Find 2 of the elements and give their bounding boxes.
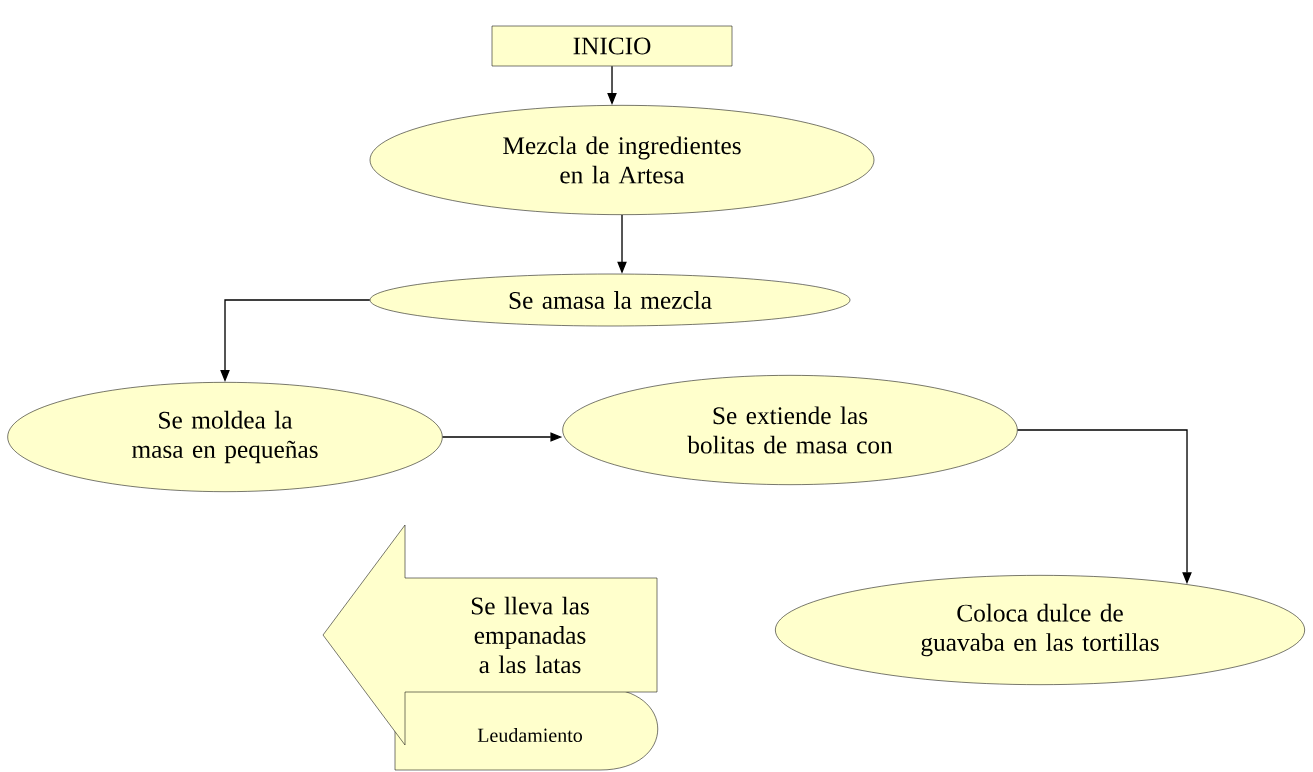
start-box: INICIO	[491, 25, 733, 67]
node-label: Leudamiento	[477, 727, 583, 743]
